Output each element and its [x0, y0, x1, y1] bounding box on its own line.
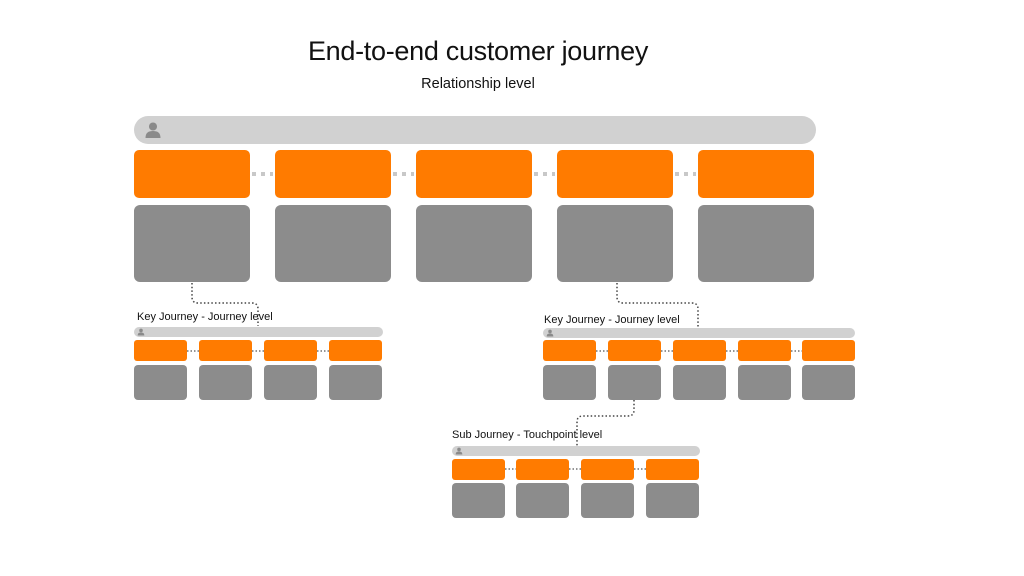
stage-tile [416, 150, 532, 198]
detail-tile [199, 365, 252, 400]
stage-tile [738, 340, 791, 361]
key-journey-left-persona-bar [134, 327, 383, 337]
stage-tile [673, 340, 726, 361]
person-icon [546, 329, 554, 337]
key-journey-right-label: Key Journey - Journey level [544, 314, 680, 326]
stage-tile [329, 340, 382, 361]
detail-tile [608, 365, 661, 400]
relationship-persona-bar [134, 116, 816, 144]
detail-tile [581, 483, 634, 518]
person-icon [455, 447, 463, 455]
detail-tile [516, 483, 569, 518]
drilldown-connector [616, 283, 699, 327]
stage-tile [608, 340, 661, 361]
person-icon [137, 328, 145, 336]
sub-journey-persona-bar [452, 446, 700, 456]
detail-tile [452, 483, 505, 518]
stage-tile [199, 340, 252, 361]
stage-tile [543, 340, 596, 361]
stage-tile [698, 150, 814, 198]
stage-tile [516, 459, 569, 480]
stage-tile [557, 150, 673, 198]
detail-tile [275, 205, 391, 282]
key-journey-right-persona-bar [543, 328, 855, 338]
detail-tile [802, 365, 855, 400]
detail-tile [134, 365, 187, 400]
stage-tile [646, 459, 699, 480]
drilldown-connector [191, 283, 259, 326]
stage-tile [275, 150, 391, 198]
detail-tile [543, 365, 596, 400]
stage-tile [581, 459, 634, 480]
key-journey-left-label: Key Journey - Journey level [137, 311, 273, 323]
detail-tile [416, 205, 532, 282]
stage-tile [802, 340, 855, 361]
detail-tile [698, 205, 814, 282]
stage-tile [452, 459, 505, 480]
detail-tile [646, 483, 699, 518]
sub-journey-label: Sub Journey - Touchpoint level [452, 429, 603, 441]
detail-tile [557, 205, 673, 282]
person-icon [145, 122, 161, 138]
drilldown-connector [576, 400, 635, 446]
page-title: End-to-end customer journey [307, 36, 649, 66]
stage-tile [134, 150, 250, 198]
detail-tile [673, 365, 726, 400]
stage-tile [264, 340, 317, 361]
page-subtitle: Relationship level [421, 76, 535, 92]
detail-tile [134, 205, 250, 282]
detail-tile [264, 365, 317, 400]
stage-tile [134, 340, 187, 361]
detail-tile [738, 365, 791, 400]
detail-tile [329, 365, 382, 400]
